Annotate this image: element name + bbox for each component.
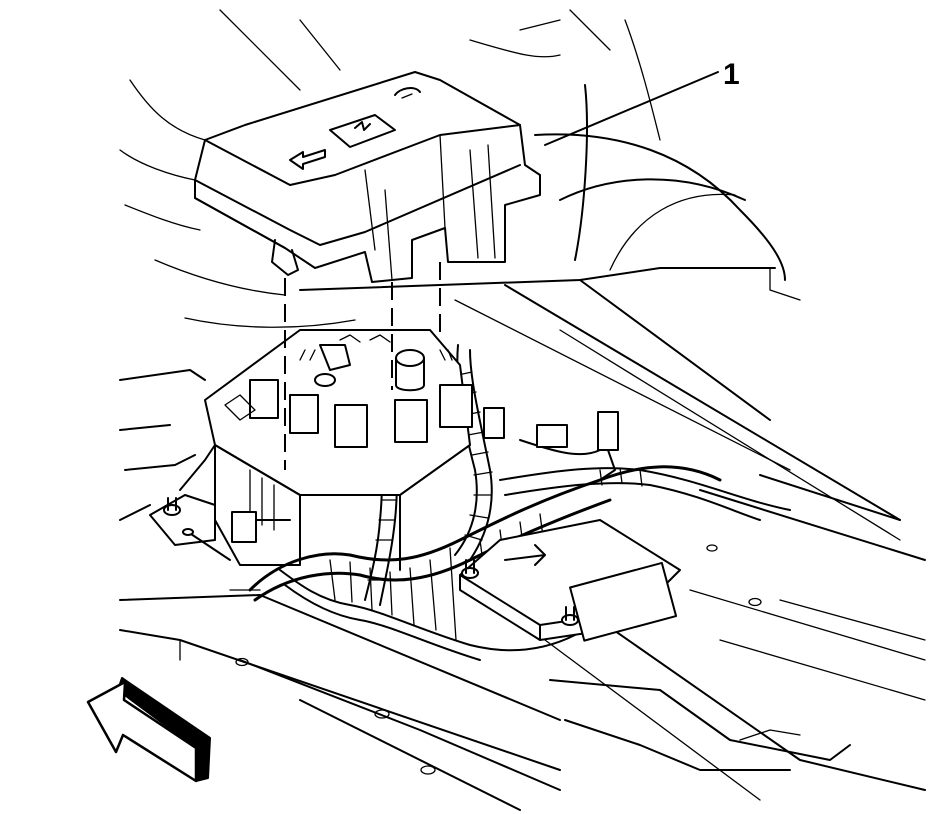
callout-number: 1: [723, 58, 740, 91]
callout-1: 1: [544, 58, 740, 146]
control-module: [459, 407, 681, 642]
vehicle-body-structure: [119, 9, 926, 811]
forward-arrow-icon: [86, 677, 211, 783]
fuse-block: [149, 329, 473, 571]
callout-leader-line: [544, 71, 719, 146]
fuse-block-cover: [194, 71, 541, 283]
alignment-guides: [284, 262, 441, 470]
